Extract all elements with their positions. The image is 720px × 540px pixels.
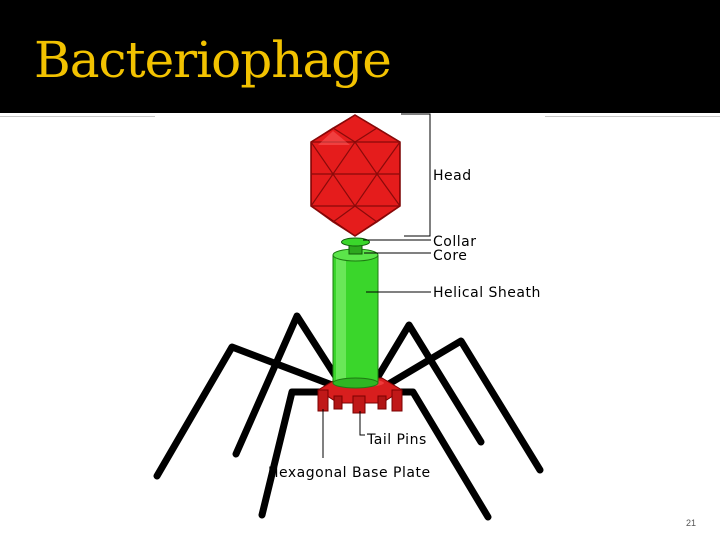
helical-sheath [332, 248, 379, 389]
collar-core [341, 237, 370, 255]
leader-lines [322, 113, 431, 458]
label-collar: Collar [433, 234, 476, 250]
title-bar: Bacteriophage [0, 0, 720, 113]
head-bracket [401, 113, 431, 237]
divider-right [545, 116, 720, 117]
tail-fiber-far-left [153, 343, 344, 480]
tail-fiber-mid-left [232, 312, 342, 458]
tail-fiber-far-right [378, 337, 544, 474]
tail-fiber-back-left [258, 388, 350, 519]
divider-left [0, 116, 155, 117]
label-helical-sheath: Helical Sheath [433, 285, 541, 301]
label-base-plate: Hexagonal Base Plate [268, 465, 431, 481]
tail-fiber-mid-right [372, 321, 485, 446]
label-head: Head [433, 168, 472, 184]
tail-fiber-back-right [368, 388, 492, 521]
slide-title: Bacteriophage [34, 31, 392, 89]
tail-pins-leader [359, 411, 365, 436]
page-number: 21 [686, 518, 697, 528]
label-tail-pins: Tail Pins [366, 432, 427, 448]
capsid-head [310, 114, 401, 237]
label-core: Core [433, 248, 467, 264]
